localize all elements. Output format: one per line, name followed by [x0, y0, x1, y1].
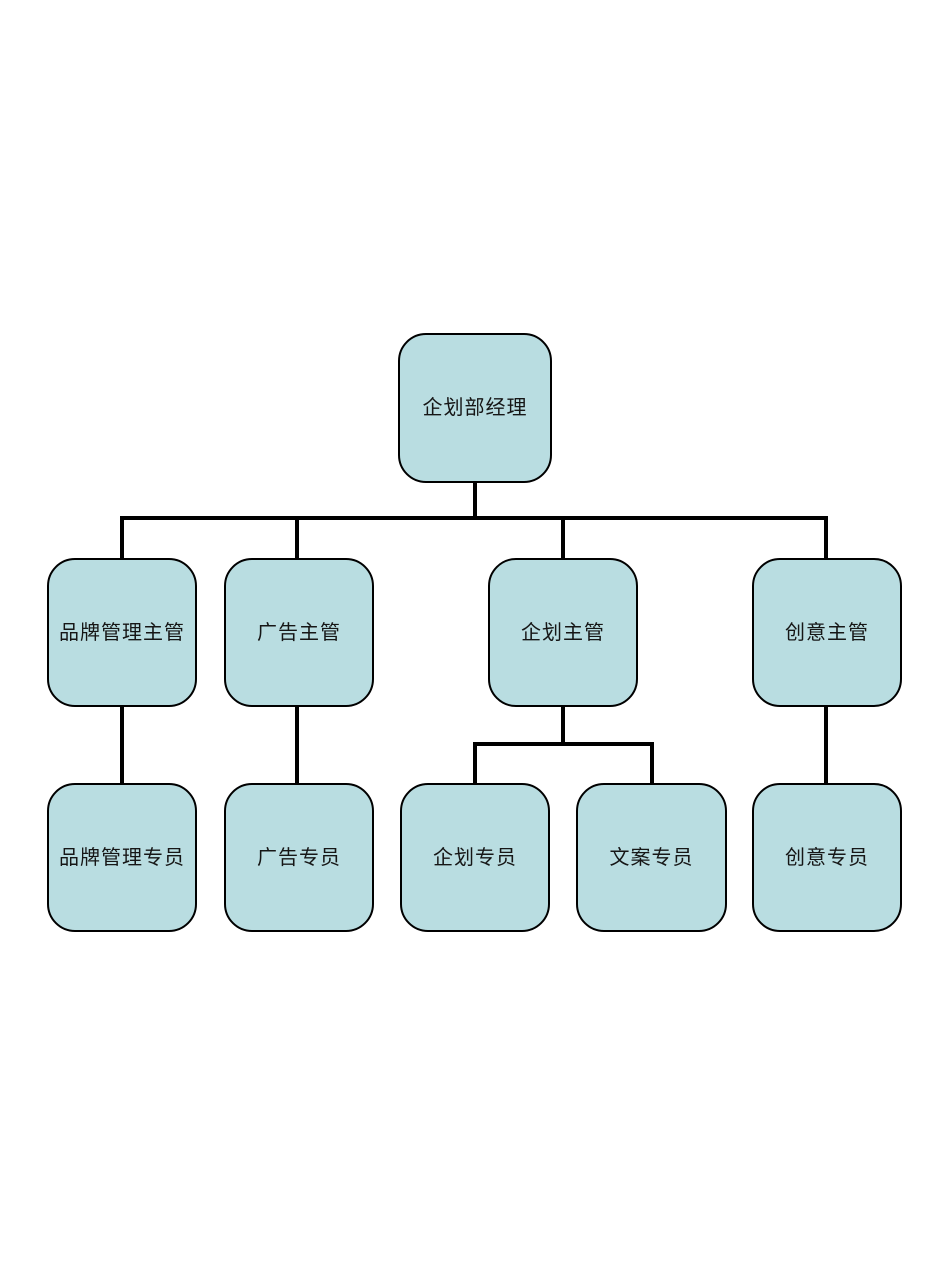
node-label: 广告主管: [257, 621, 341, 644]
node-label: 品牌管理专员: [59, 846, 185, 869]
connector-drop-brand-supervisor: [120, 518, 124, 559]
connector-plan-sup-trunk: [561, 705, 565, 745]
connector-drop-creative-supervisor: [824, 518, 828, 559]
node-brand-management-supervisor[interactable]: 品牌管理主管: [47, 558, 197, 707]
node-label: 企划专员: [433, 846, 517, 869]
node-label: 广告专员: [257, 846, 341, 869]
node-label: 创意主管: [785, 621, 869, 644]
node-creative-supervisor[interactable]: 创意主管: [752, 558, 902, 707]
node-copywriting-specialist[interactable]: 文案专员: [576, 783, 727, 932]
connector-creative-sup-to-spec: [824, 705, 828, 785]
node-planning-supervisor[interactable]: 企划主管: [488, 558, 638, 707]
node-label: 企划主管: [521, 621, 605, 644]
connector-root-trunk: [473, 482, 477, 518]
connector-drop-ad-supervisor: [295, 518, 299, 559]
connector-plan-children-horizontal: [473, 742, 654, 746]
node-advertising-specialist[interactable]: 广告专员: [224, 783, 374, 932]
connector-drop-plan-specialist: [473, 744, 477, 785]
connector-drop-plan-supervisor: [561, 518, 565, 559]
node-brand-management-specialist[interactable]: 品牌管理专员: [47, 783, 197, 932]
connector-brand-sup-to-spec: [120, 705, 124, 785]
connector-drop-copy-specialist: [650, 744, 654, 785]
connector-level2-horizontal: [120, 516, 828, 520]
node-label: 创意专员: [785, 846, 869, 869]
node-planning-specialist[interactable]: 企划专员: [400, 783, 550, 932]
node-label: 企划部经理: [422, 397, 528, 419]
node-label: 文案专员: [609, 846, 694, 869]
node-planning-dept-manager[interactable]: 企划部经理: [398, 333, 552, 483]
node-creative-specialist[interactable]: 创意专员: [752, 783, 902, 932]
node-label: 品牌管理主管: [59, 621, 185, 644]
connector-ad-sup-to-spec: [295, 705, 299, 785]
node-advertising-supervisor[interactable]: 广告主管: [224, 558, 374, 707]
